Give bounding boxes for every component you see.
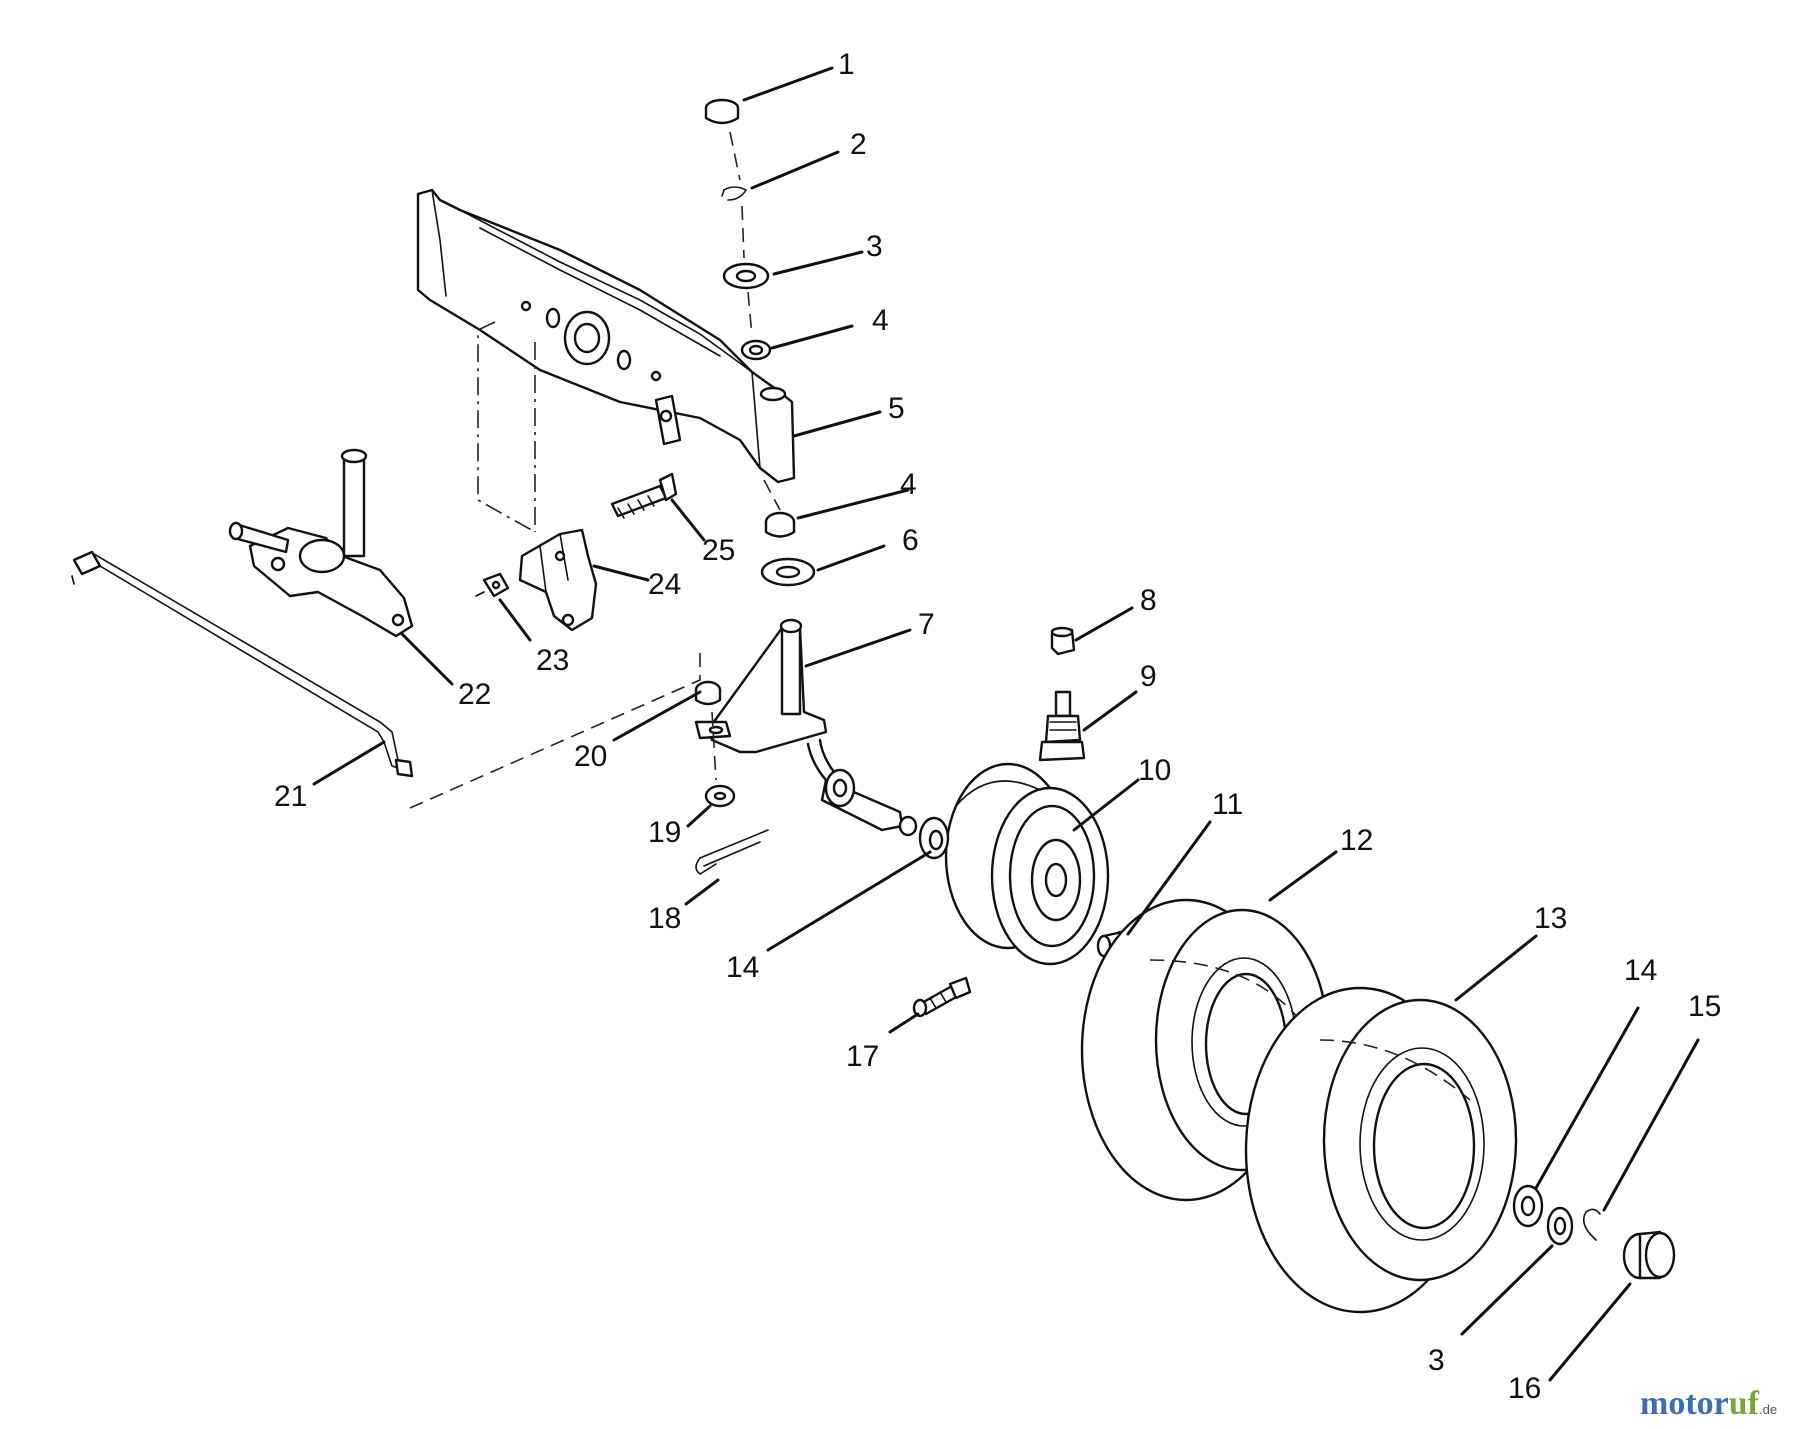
- callout-16: 16: [1508, 1372, 1541, 1405]
- grease-fitting: [1050, 626, 1076, 656]
- callout-25: 25: [702, 534, 735, 567]
- callout-21: 21: [274, 780, 307, 813]
- watermark-part2: uf: [1729, 1385, 1760, 1422]
- callout-20: 20: [574, 740, 607, 773]
- callout-11: 11: [1212, 788, 1243, 821]
- hub-insert: [1038, 690, 1086, 762]
- callout-9: 9: [1140, 660, 1157, 693]
- callout-15: 15: [1688, 990, 1721, 1023]
- retaining-ring-top: [721, 186, 748, 201]
- drag-link: [71, 550, 414, 778]
- callout-2: 2: [850, 128, 867, 161]
- tire-outer: [1244, 986, 1518, 1314]
- leader-lines: [312, 66, 1700, 1382]
- callout-8: 8: [1140, 584, 1157, 617]
- callout-22: 22: [458, 678, 491, 711]
- flat-washer-inner: [918, 816, 950, 860]
- retaining-ring-right: [1582, 1208, 1601, 1241]
- steering-spindle-arm: [228, 448, 414, 638]
- spindle-cap: [704, 98, 740, 125]
- callout-23: 23: [536, 644, 569, 677]
- callout-17: 17: [846, 1040, 879, 1073]
- watermark-logo: motoruf.de: [1640, 1385, 1777, 1422]
- callout-1: 1: [838, 48, 855, 81]
- callout-4a: 4: [872, 304, 889, 337]
- callout-labels: 1 2 3 4 5 4 6 7 8 9 10 11 12 13 14 14 15…: [274, 48, 1721, 1405]
- bushing-lower: [764, 511, 796, 538]
- callout-19: 19: [648, 816, 681, 849]
- callout-3b: 3: [1428, 1344, 1445, 1377]
- pivot-bracket: [518, 528, 598, 632]
- pivot-bolt: [610, 472, 678, 519]
- bushing-top: [740, 339, 772, 361]
- valve-stem: [912, 976, 972, 1018]
- small-washer: [704, 784, 736, 808]
- thrust-washer: [760, 557, 816, 587]
- callout-7: 7: [918, 608, 935, 641]
- watermark-tld: .de: [1759, 1402, 1777, 1417]
- callout-24: 24: [648, 568, 681, 601]
- wheel-rim: [944, 762, 1110, 966]
- callout-10: 10: [1138, 754, 1171, 787]
- callout-14b: 14: [1624, 954, 1657, 987]
- watermark-part1: motor: [1640, 1385, 1729, 1422]
- cotter-pin: [695, 829, 769, 875]
- flat-washer-outer: [1512, 1184, 1544, 1228]
- callout-18: 18: [648, 902, 681, 935]
- callout-13: 13: [1534, 902, 1567, 935]
- svg-text:motoruf.de: motoruf.de: [1640, 1385, 1777, 1422]
- hub-cap: [1622, 1230, 1676, 1280]
- flat-washer-right: [1546, 1206, 1574, 1246]
- lock-nut: [475, 572, 510, 598]
- spindle-assembly: [694, 618, 918, 837]
- callout-5: 5: [888, 392, 905, 425]
- callout-12: 12: [1340, 824, 1373, 857]
- callout-14a: 14: [726, 951, 759, 984]
- front-axle-beam: [416, 188, 796, 484]
- callout-4b: 4: [900, 468, 917, 501]
- flat-washer-top: [722, 262, 770, 290]
- callout-6: 6: [902, 524, 919, 557]
- bushing-small: [694, 680, 722, 706]
- callout-3a: 3: [866, 230, 883, 263]
